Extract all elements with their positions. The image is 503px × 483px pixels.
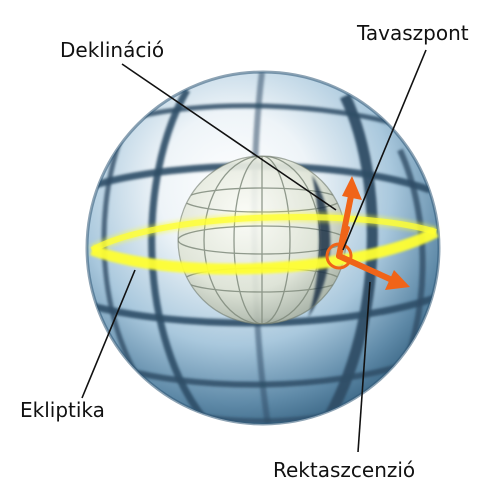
earth-globe-icon bbox=[178, 156, 346, 324]
right-ascension-label: Rektaszcenzió bbox=[273, 460, 415, 480]
ecliptic-label: Ekliptika bbox=[20, 400, 105, 420]
vernal-point-label: Tavaszpont bbox=[357, 23, 469, 43]
declination-label: Deklináció bbox=[60, 40, 164, 60]
